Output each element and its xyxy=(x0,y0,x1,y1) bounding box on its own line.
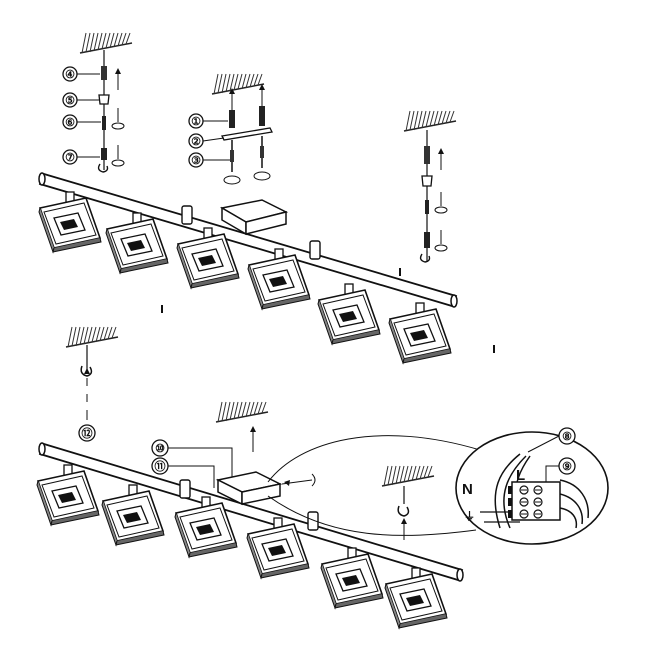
svg-text:②: ② xyxy=(191,136,201,148)
svg-text:⑨: ⑨ xyxy=(562,461,572,473)
bottom-rail xyxy=(38,442,464,582)
bottom-right-ceiling-hatch xyxy=(381,465,435,487)
bottom-middle-ceiling-hatch xyxy=(215,401,269,423)
neutral-label: N xyxy=(462,481,473,498)
callout-9: ⑨ xyxy=(545,457,576,482)
callout-2: ② xyxy=(188,133,225,149)
callout-6: ⑥ xyxy=(62,114,101,130)
callout-7: ⑦ xyxy=(62,149,100,165)
middle-ceiling-hatch xyxy=(211,73,265,95)
earth-symbol: ⏚ xyxy=(464,510,475,523)
bottom-assembly: ⑫ ⑩ ⑪ xyxy=(36,326,609,629)
callout-10: ⑩ xyxy=(151,439,233,480)
callout-12: ⑫ xyxy=(78,424,96,442)
callout-3: ③ xyxy=(188,152,230,168)
top-canopy-box xyxy=(219,199,289,236)
top-lamp-5 xyxy=(317,283,381,345)
bottom-canopy-box xyxy=(215,471,283,506)
wiring-detail: N L ⏚ xyxy=(455,431,609,545)
top-assembly: ④ ⑤ ⑥ ⑦ xyxy=(38,32,495,364)
svg-text:⑫: ⑫ xyxy=(82,426,93,440)
bottom-lamp-5 xyxy=(320,547,384,609)
svg-text:⑧: ⑧ xyxy=(562,431,572,443)
svg-text:⑩: ⑩ xyxy=(155,443,165,455)
svg-text:④: ④ xyxy=(65,69,75,81)
live-label: L xyxy=(516,467,525,484)
top-lamp-2 xyxy=(105,212,169,274)
callout-5: ⑤ xyxy=(62,92,99,108)
callout-4: ④ xyxy=(62,66,100,82)
bottom-lamp-1 xyxy=(36,464,100,526)
top-lamp-6 xyxy=(388,302,452,364)
svg-text:⑪: ⑪ xyxy=(155,459,166,473)
top-rail xyxy=(38,172,458,308)
svg-text:③: ③ xyxy=(191,155,201,167)
terminal-block xyxy=(508,481,561,521)
bottom-lamp-2 xyxy=(101,484,165,546)
svg-text:⑦: ⑦ xyxy=(65,152,75,164)
top-lamp-1 xyxy=(38,191,102,253)
left-ceiling-hatch xyxy=(79,32,133,54)
bottom-lamp-6 xyxy=(384,567,448,629)
callout-8: ⑧ xyxy=(527,427,576,453)
svg-text:⑤: ⑤ xyxy=(65,95,75,107)
callout-1: ① xyxy=(188,113,228,129)
bottom-left-ceiling-hatch xyxy=(65,326,119,348)
callout-11: ⑪ xyxy=(151,457,215,488)
svg-text:①: ① xyxy=(191,116,201,128)
right-ceiling-hatch xyxy=(403,110,457,132)
svg-text:⑥: ⑥ xyxy=(65,117,75,129)
